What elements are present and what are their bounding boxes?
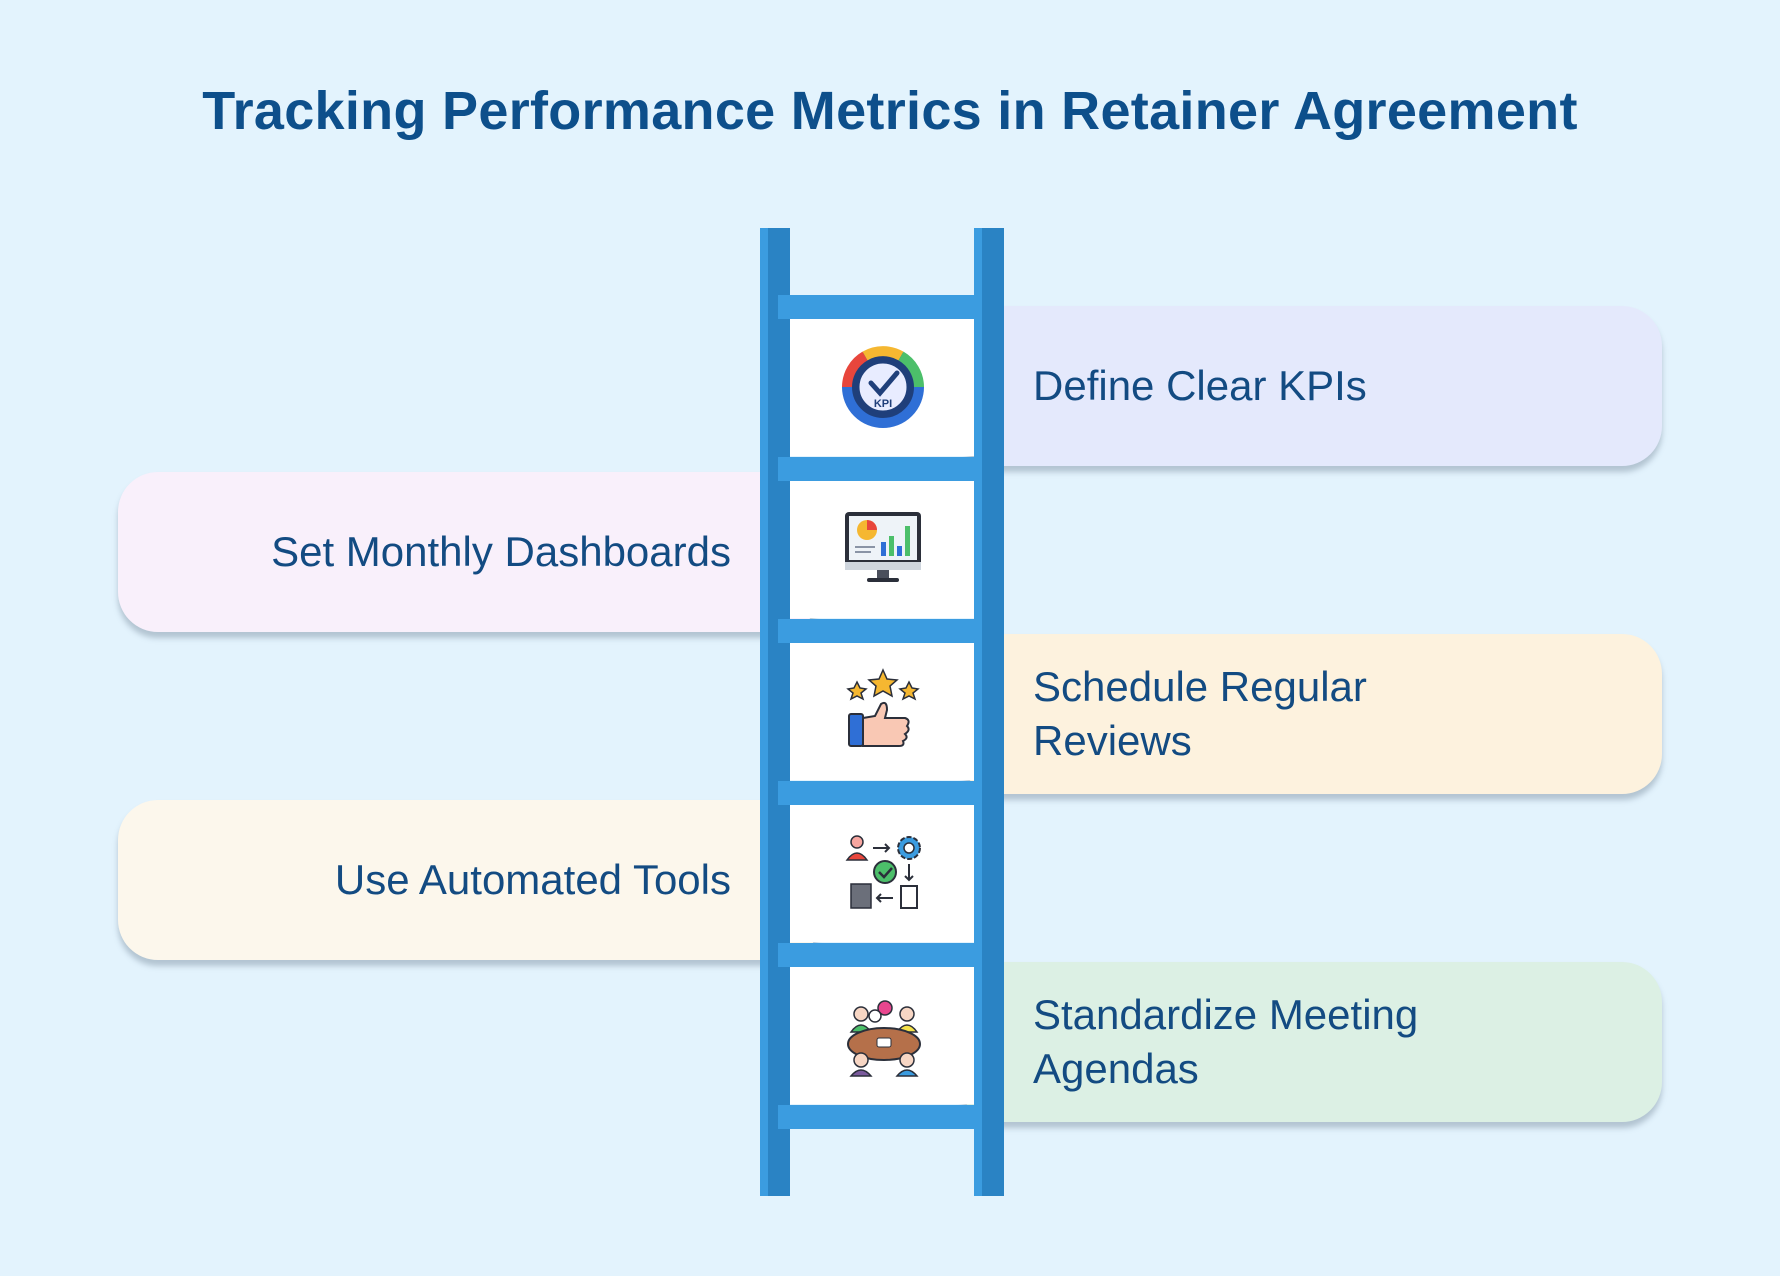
dashboard-monitor-icon [845, 512, 921, 582]
step-label: Use Automated Tools [334, 856, 731, 903]
step-card-regular-reviews: Schedule Regular Reviews [960, 634, 1662, 794]
step-label: Standardize Meeting Agendas [1033, 991, 1419, 1092]
svg-text:KPI: KPI [874, 398, 892, 410]
step-card-automated-tools: Use Automated Tools [118, 800, 820, 960]
page-title: Tracking Performance Metrics in Retainer… [202, 81, 1578, 141]
step-label: Set Monthly Dashboards [271, 528, 731, 575]
automation-workflow-icon [845, 835, 921, 909]
kpi-gauge-icon: KPI [842, 346, 924, 428]
step-card-monthly-dashboards: Set Monthly Dashboards [118, 472, 820, 632]
step-card-meeting-agendas: Standardize Meeting Agendas [960, 962, 1662, 1122]
step-label: Define Clear KPIs [1033, 362, 1367, 409]
ladder-rungs [778, 295, 976, 1129]
step-card-define-kpis: Define Clear KPIs [960, 306, 1662, 466]
thumbs-up-stars-icon [846, 668, 920, 747]
meeting-table-icon [847, 1000, 921, 1077]
step-label: Schedule Regular Reviews [1033, 663, 1367, 764]
